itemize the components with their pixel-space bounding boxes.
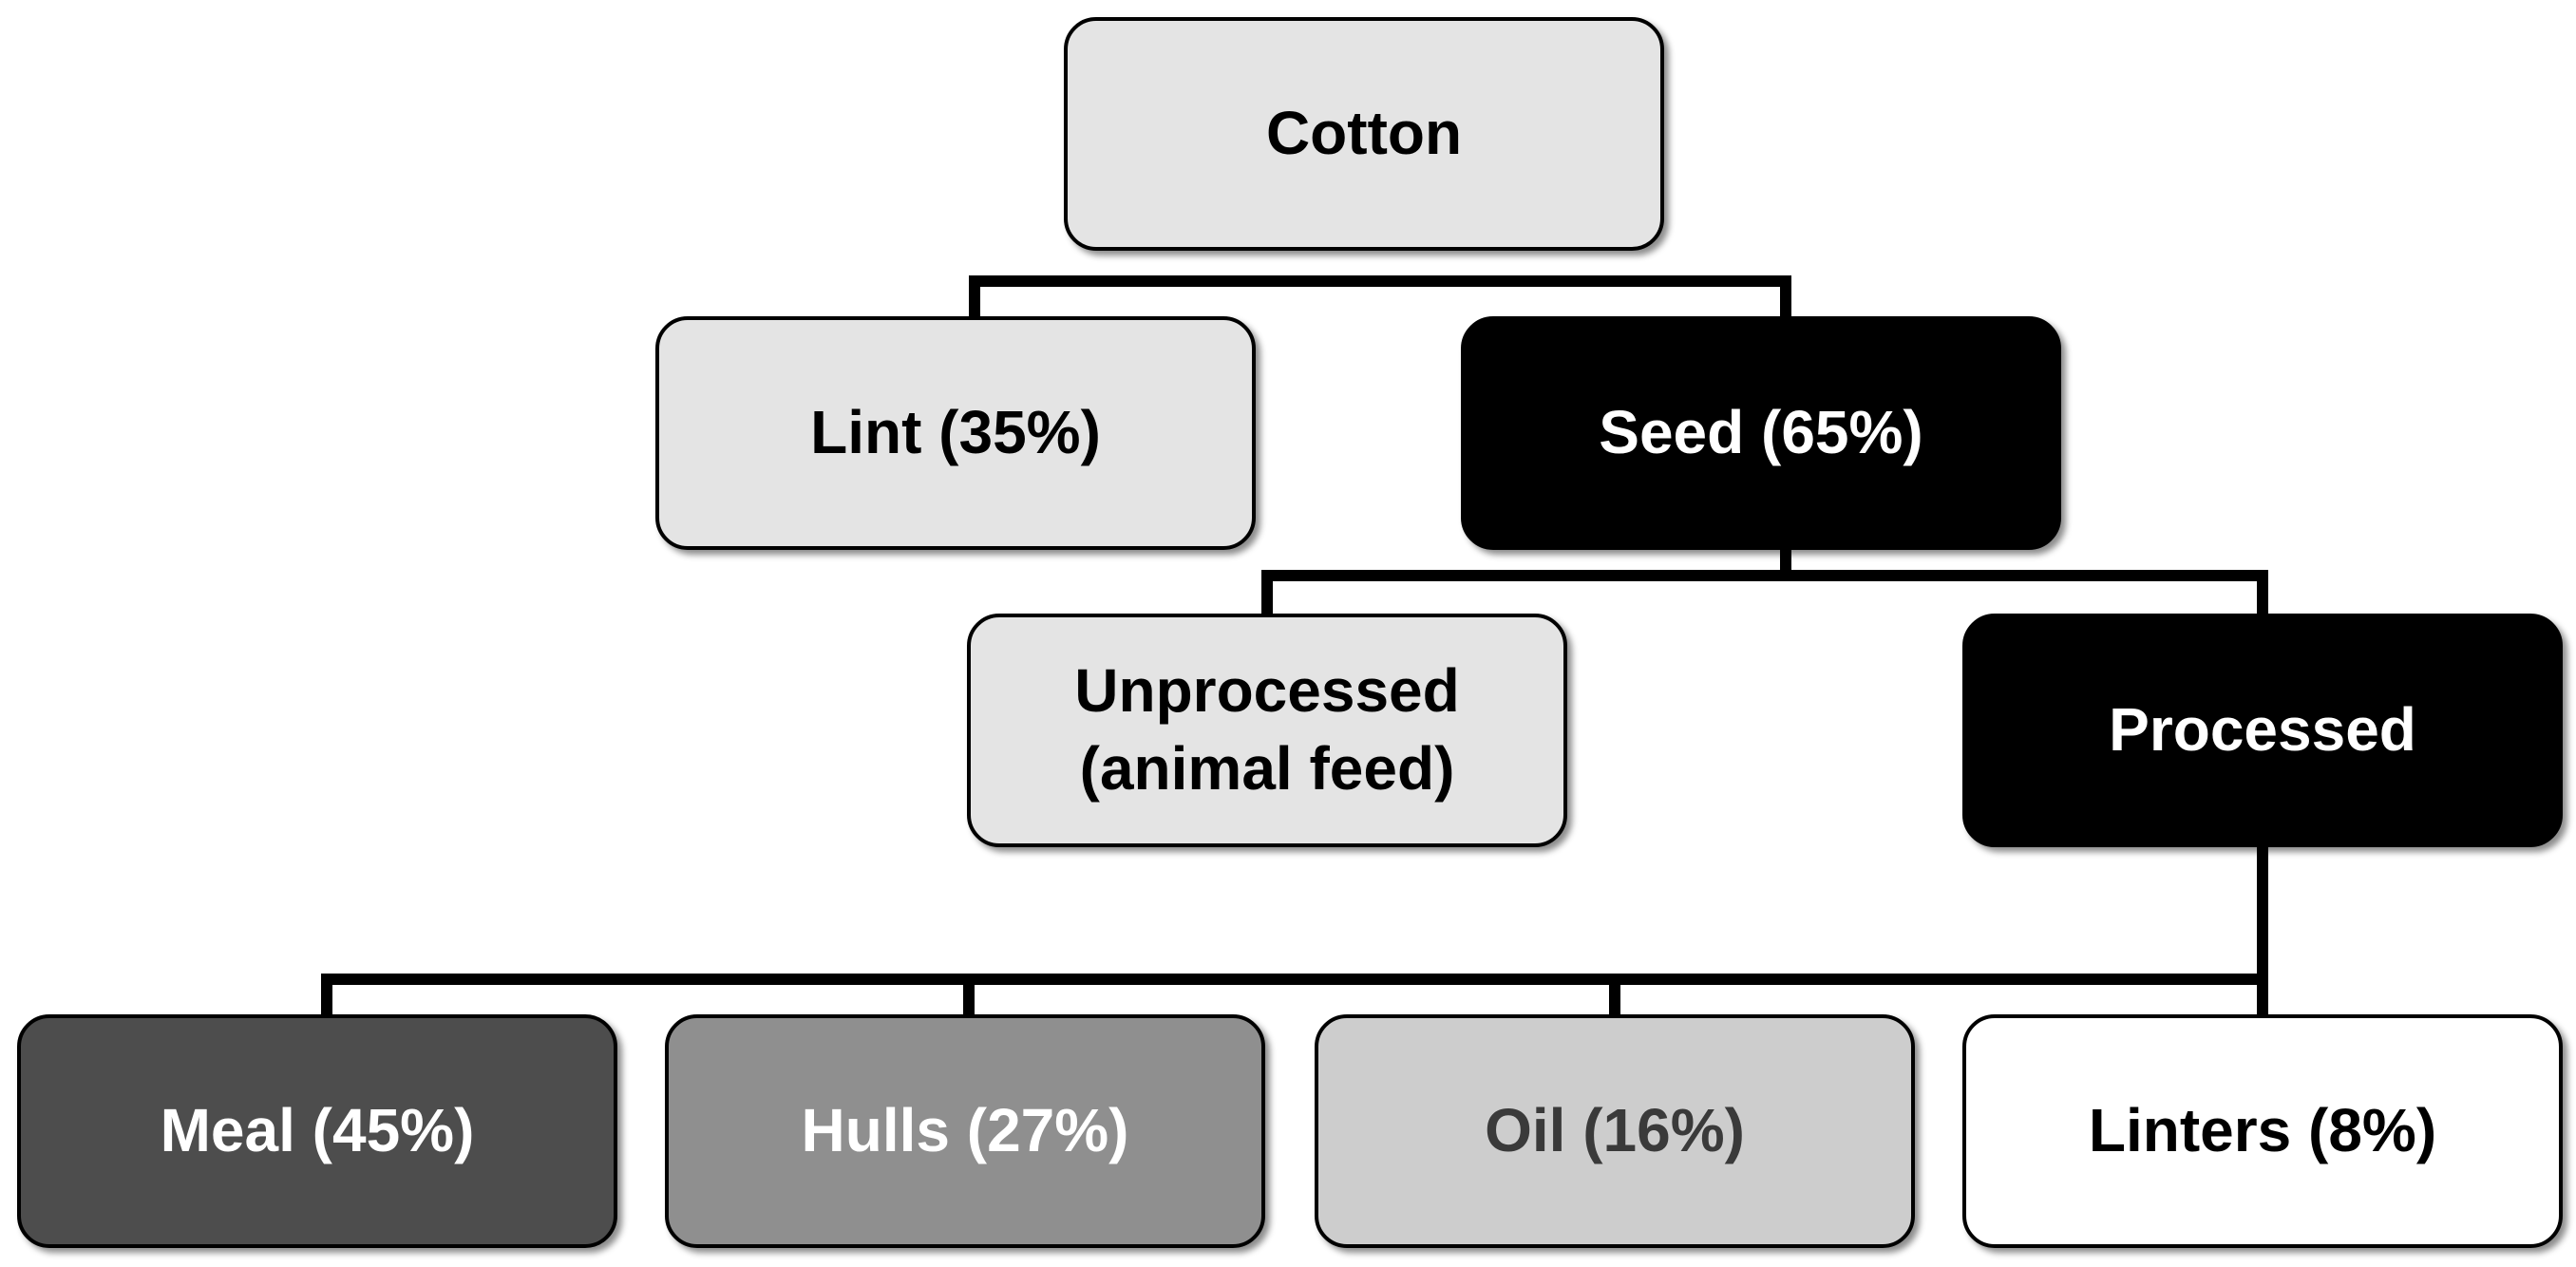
node-hulls-label: Hulls (27%) xyxy=(801,1096,1129,1165)
node-lint-label: Lint (35%) xyxy=(810,398,1101,467)
node-oil: Oil (16%) xyxy=(1315,1014,1915,1248)
node-meal-label: Meal (45%) xyxy=(160,1096,475,1165)
node-processed: Processed xyxy=(1962,614,2563,847)
connector-processed-children xyxy=(321,974,2268,1020)
node-meal: Meal (45%) xyxy=(17,1014,617,1248)
node-seed-label: Seed (65%) xyxy=(1599,398,1923,467)
node-linters-label: Linters (8%) xyxy=(2088,1096,2437,1165)
node-lint: Lint (35%) xyxy=(655,316,1256,550)
node-unprocessed-label-line2: (animal feed) xyxy=(1079,734,1455,803)
node-oil-label: Oil (16%) xyxy=(1485,1096,1745,1165)
node-cotton-label: Cotton xyxy=(1265,99,1463,168)
node-unprocessed-label-line1: Unprocessed xyxy=(1074,656,1460,726)
node-unprocessed: Unprocessed (animal feed) xyxy=(967,614,1567,847)
node-processed-label: Processed xyxy=(2109,695,2416,765)
connector-seed-unprocessed-processed xyxy=(1261,570,2268,619)
node-linters: Linters (8%) xyxy=(1962,1014,2563,1248)
node-hulls: Hulls (27%) xyxy=(665,1014,1265,1248)
connector-cotton-lint-seed xyxy=(969,275,1791,322)
node-cotton: Cotton xyxy=(1064,17,1664,251)
node-seed: Seed (65%) xyxy=(1461,316,2061,550)
